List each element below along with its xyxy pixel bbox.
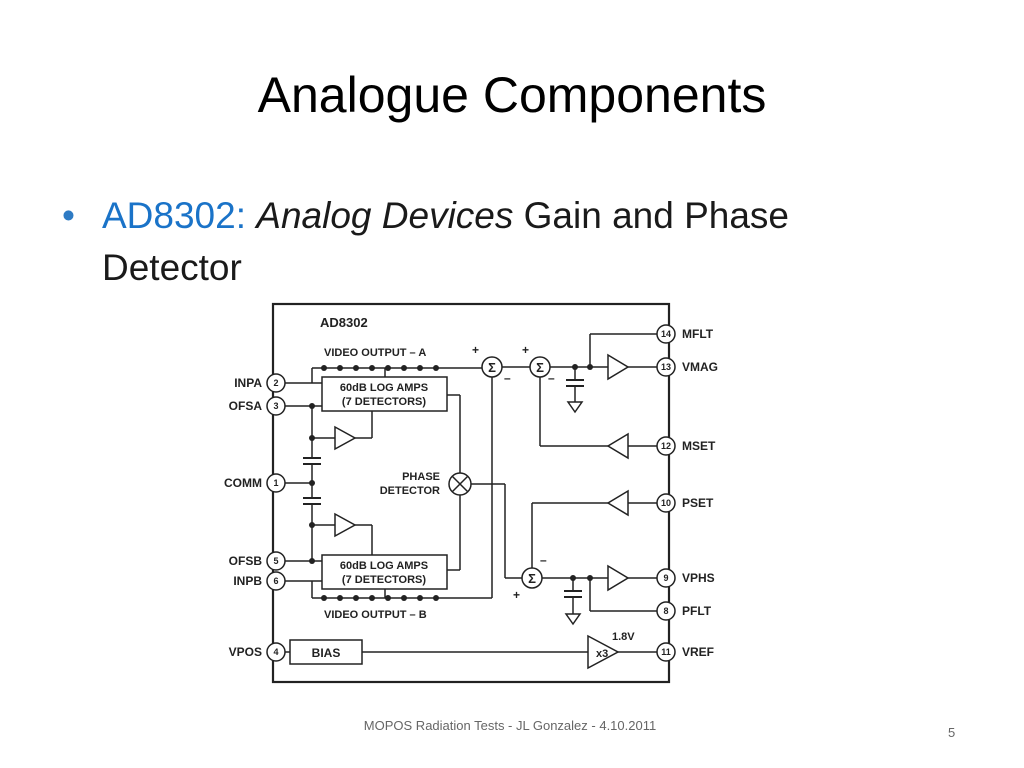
pin-num-inpa: 2 (273, 378, 278, 388)
pin-num-vmag: 13 (661, 362, 671, 372)
vref-voltage-label: 1.8V (612, 631, 635, 643)
video-a-label: VIDEO OUTPUT – A (324, 347, 426, 359)
sum-1-plus: + (472, 343, 479, 357)
pin-name-vref: VREF (682, 645, 714, 659)
sum-3-plus: + (513, 588, 520, 602)
company-name: Analog Devices (256, 195, 514, 236)
page-number: 5 (948, 725, 956, 740)
pin-num-vphs: 9 (663, 573, 668, 583)
pin-name-ofsb: OFSB (229, 554, 263, 568)
pin-num-ofsb: 5 (273, 556, 278, 566)
sum-2-plus: + (522, 343, 529, 357)
pin-name-vphs: VPHS (682, 571, 715, 585)
logamp-a-line1: 60dB LOG AMPS (340, 382, 428, 394)
offset-amp-b (334, 512, 357, 538)
pin-name-comm: COMM (224, 476, 262, 490)
ground-icon-mag (566, 401, 584, 414)
pin-num-vref: 11 (661, 647, 671, 657)
pin-num-vpos: 4 (273, 647, 278, 657)
junction-dots (309, 364, 593, 601)
x3-buffer-amp (587, 634, 620, 670)
chip-name: AD8302 (320, 315, 368, 330)
slide-footer: MOPOS Radiation Tests - JL Gonzalez - 4.… (363, 718, 657, 733)
ground-icon-phase (564, 613, 582, 626)
x3-label: x3 (596, 648, 608, 660)
sum-1-symbol: Σ (488, 360, 496, 375)
sum-2-symbol: Σ (536, 360, 544, 375)
pin-num-pflt: 8 (663, 606, 668, 616)
part-number: AD8302: (102, 195, 246, 236)
pin-name-mset: MSET (682, 439, 716, 453)
pin-name-inpa: INPA (234, 376, 262, 390)
slide-title: Analogue Components (257, 67, 767, 123)
bullet-text: AD8302: Analog Devices Gain and Phase De… (102, 190, 922, 294)
pin-num-mset: 12 (661, 441, 671, 451)
logamp-b-line2: (7 DETECTORS) (342, 574, 426, 586)
phase-label-line2: DETECTOR (380, 485, 440, 497)
pin-name-vpos: VPOS (229, 645, 262, 659)
pin-num-comm: 1 (273, 478, 278, 488)
pin-name-inpb: INPB (233, 574, 262, 588)
pin-name-pset: PSET (682, 496, 714, 510)
sum-3-minus: – (540, 553, 547, 567)
sum-2-minus: – (548, 371, 555, 385)
block-diagram: AD8302 VIDEO OUTPUT – A VIDEO OUTPUT – B… (210, 300, 730, 690)
pin-name-mflt: MFLT (682, 327, 714, 341)
phase-label-line1: PHASE (402, 471, 440, 483)
pset-amp (606, 489, 629, 517)
bullet-dot-icon: • (62, 195, 75, 236)
mag-output-amp (607, 353, 630, 381)
video-b-label: VIDEO OUTPUT – B (324, 609, 427, 621)
chip-outline (271, 302, 671, 684)
pin-name-pflt: PFLT (682, 604, 712, 618)
pin-num-ofsa: 3 (273, 401, 278, 411)
pin-name-ofsa: OFSA (229, 399, 263, 413)
pin-name-vmag: VMAG (682, 360, 718, 374)
pin-num-inpb: 6 (273, 576, 278, 586)
mset-amp (606, 432, 629, 460)
offset-amp-a (334, 425, 357, 451)
sum-1-minus: – (504, 371, 511, 385)
sum-3-symbol: Σ (528, 571, 536, 586)
bias-label: BIAS (312, 646, 341, 660)
pin-num-mflt: 14 (661, 329, 671, 339)
bullet-description: Gain and Phase Detector (102, 195, 790, 288)
logamp-b-line1: 60dB LOG AMPS (340, 560, 428, 572)
logamp-a-line2: (7 DETECTORS) (342, 396, 426, 408)
pin-num-pset: 10 (661, 498, 671, 508)
phase-output-amp (607, 564, 630, 592)
